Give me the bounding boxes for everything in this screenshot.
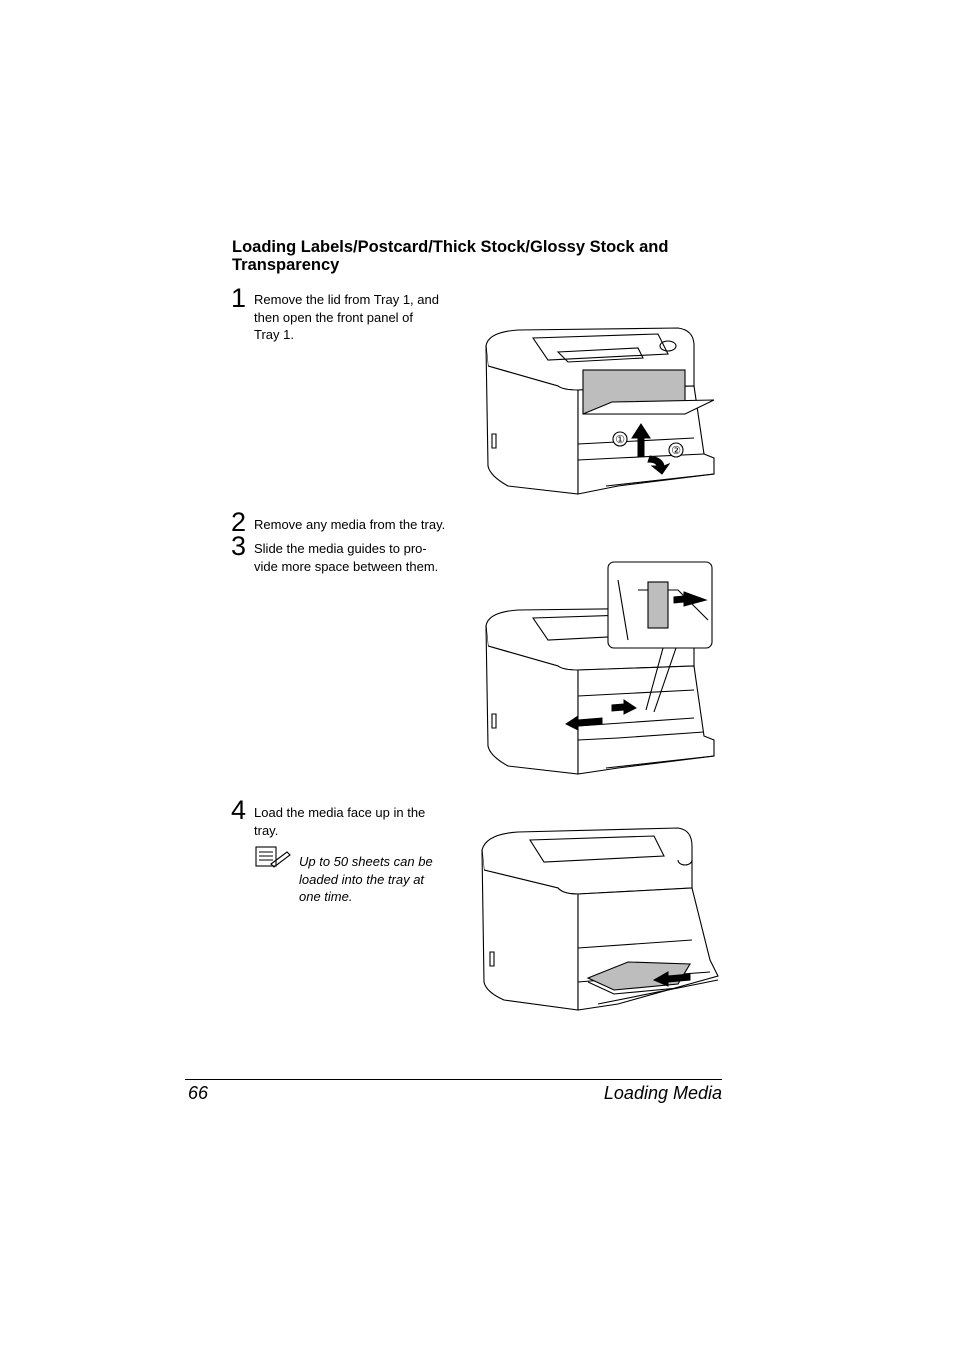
callout-1-label: ① — [615, 433, 625, 446]
step-3-number: 3 — [231, 531, 247, 561]
note-text: Up to 50 sheets can be loaded into the t… — [299, 853, 433, 906]
footer-rule — [185, 1079, 722, 1080]
printer-figure-2 — [485, 561, 715, 775]
printer-figure-3 — [481, 827, 719, 1011]
step-1-line-2: then open the front panel of — [254, 309, 414, 325]
chapter-title: Loading Media — [603, 1083, 722, 1103]
step-3-line-2: vide more space between them. — [254, 558, 439, 574]
step-4-text: Load the media face up in the tray. — [254, 804, 425, 839]
note-pad-icon — [255, 846, 291, 868]
step-3-line-1: Slide the media guides to pro- — [254, 541, 427, 556]
step-3-text: Slide the media guides to pro- vide more… — [254, 540, 438, 575]
step-1-number: 1 — [231, 283, 247, 313]
note-line-3: one time. — [299, 889, 353, 904]
step-1-line-1: Remove the lid from Tray 1, and — [254, 292, 439, 307]
note-line-2: loaded into the tray at — [299, 871, 425, 887]
note-line-1: Up to 50 sheets can be — [299, 854, 433, 869]
callout-2-label: ② — [671, 444, 681, 457]
step-4-number: 4 — [231, 795, 247, 825]
step-1-text: Remove the lid from Tray 1, and then ope… — [254, 291, 439, 344]
step-4-line-1: Load the media face up in the — [254, 805, 426, 820]
printer-figure-1: ① ② — [485, 327, 715, 495]
step-2-number: 2 — [231, 507, 247, 537]
page-number: 66 — [188, 1083, 209, 1103]
step-2-line-1: Remove any media from the tray. — [254, 517, 446, 532]
section-heading: Loading Labels/Postcard/Thick Stock/Glos… — [232, 238, 669, 274]
step-1-line-3: Tray 1. — [254, 327, 294, 342]
step-4-line-2: tray. — [254, 822, 279, 838]
step-2-text: Remove any media from the tray. — [254, 516, 445, 534]
